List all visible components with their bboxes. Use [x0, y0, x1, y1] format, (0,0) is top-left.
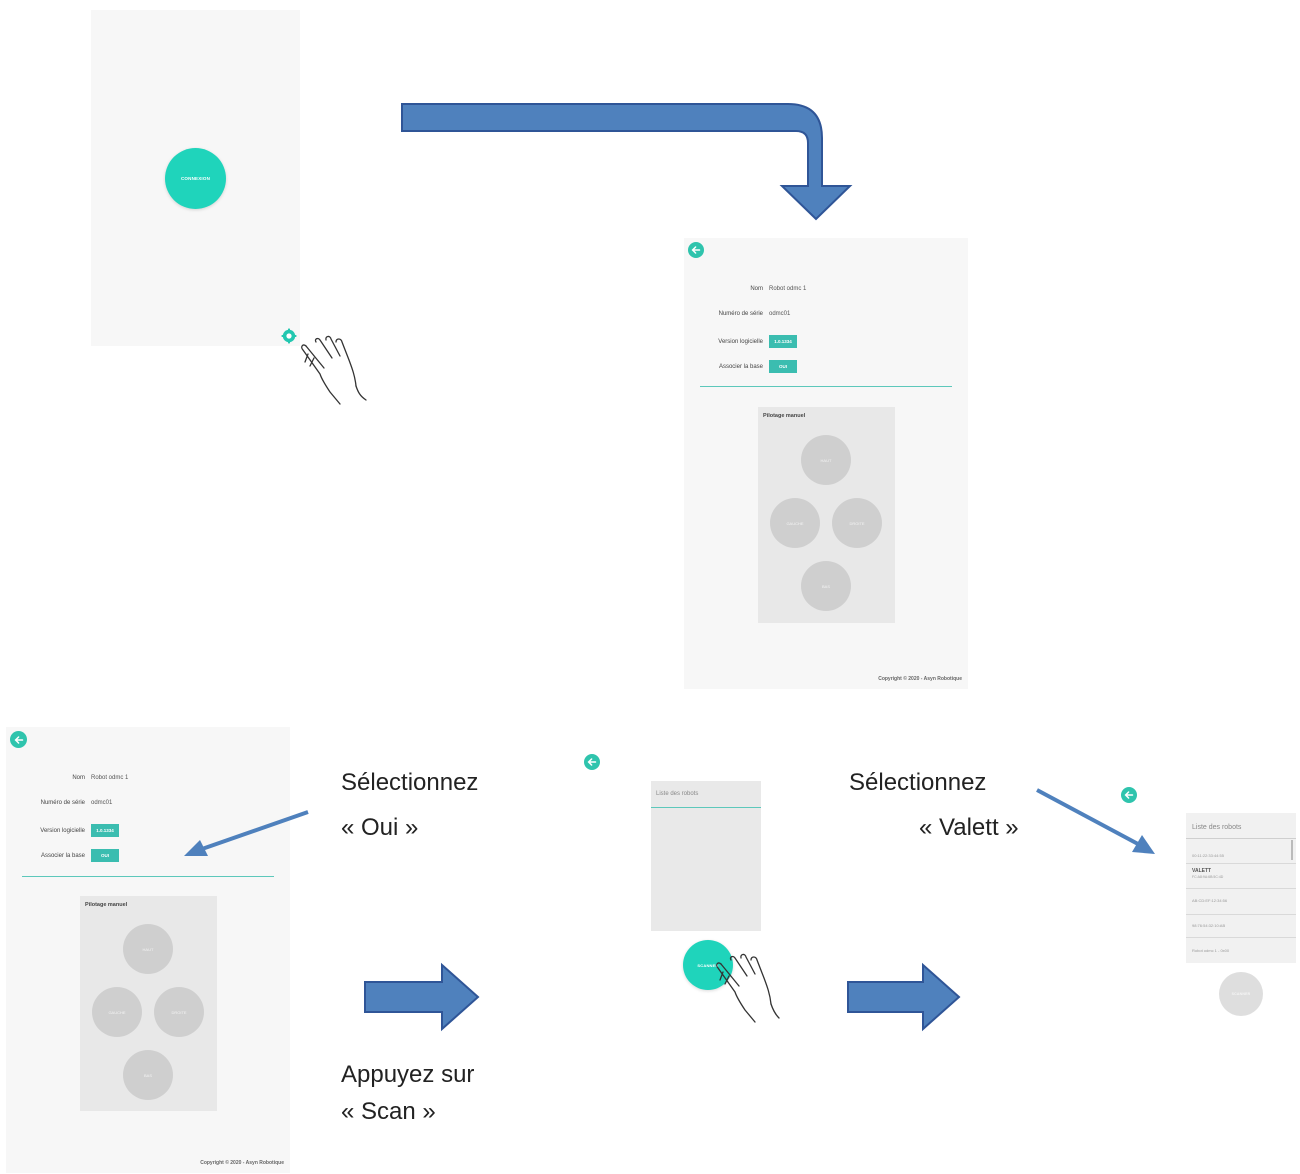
version-button[interactable]: 1.0.1334 — [769, 335, 797, 348]
back-arrow-icon[interactable] — [10, 731, 27, 748]
section-divider — [22, 876, 274, 877]
caption-line: Sélectionnez — [341, 769, 479, 796]
settings-gear-icon[interactable] — [281, 328, 297, 344]
robot-list-title: Liste des robots — [1192, 824, 1242, 831]
scan-button[interactable]: SCANNER — [1219, 972, 1263, 1016]
section-divider — [700, 386, 952, 387]
list-separator — [1186, 888, 1296, 889]
list-separator — [1186, 937, 1296, 938]
serial-value: odmc01 — [769, 311, 791, 317]
associate-label: Associer la base — [40, 853, 85, 859]
pad-left-button[interactable]: GAUCHE — [92, 987, 142, 1037]
list-item[interactable]: 00:11:22:33:44:55 — [1192, 853, 1224, 858]
scrollbar[interactable] — [1291, 840, 1293, 860]
list-item[interactable]: 98:76:54:32:10:AB — [1192, 923, 1226, 928]
robot-list-panel: Liste des robots 00:11:22:33:44:55 VALET… — [1186, 813, 1296, 963]
back-arrow-icon[interactable] — [688, 242, 704, 258]
pad-up-button[interactable]: HAUT — [801, 435, 851, 485]
associate-oui-button[interactable]: OUI — [769, 360, 797, 373]
home-screen: CONNEXION — [91, 10, 300, 346]
robot-detail-screen: Nom Robot odmc 1 Numéro de série odmc01 … — [684, 238, 968, 689]
caption-select-oui: Sélectionnez « Oui » — [341, 766, 478, 845]
flow-arrow-bent — [398, 98, 854, 223]
list-separator — [1186, 914, 1296, 915]
robot-list-title: Liste des robots — [656, 791, 699, 797]
tap-hand-icon — [715, 952, 783, 1026]
back-arrow-icon[interactable] — [584, 754, 600, 770]
caption-line: « Valett » — [919, 814, 1019, 841]
panel-title: Pilotage manuel — [85, 902, 128, 908]
name-label: Nom — [750, 286, 763, 292]
list-item-sub: FC:A8:9A:6B:5C:4D — [1192, 875, 1224, 879]
pointer-arrow-valett — [1034, 786, 1159, 858]
list-item-valett[interactable]: VALETT — [1192, 868, 1212, 874]
pad-up-button[interactable]: HAUT — [123, 924, 173, 974]
connect-button[interactable]: CONNEXION — [165, 148, 226, 209]
robot-detail-screen-2: Nom Robot odmc 1 Numéro de série odmc01 … — [6, 727, 290, 1173]
list-divider — [651, 807, 761, 808]
copyright-text: Copyright © 2020 - Asyn Robotique — [200, 1160, 284, 1166]
pad-right-button[interactable]: DROITE — [832, 498, 882, 548]
list-item[interactable]: AB:CD:EF:12:34:56 — [1192, 898, 1228, 903]
tap-hand-icon — [300, 334, 372, 408]
flow-arrow-right-1 — [362, 962, 482, 1032]
caption-line: « Scan » — [341, 1098, 436, 1125]
back-arrow-icon[interactable] — [1121, 787, 1137, 803]
version-label: Version logicielle — [40, 828, 85, 834]
associate-label: Associer la base — [718, 364, 763, 370]
associate-oui-button[interactable]: OUI — [91, 849, 119, 862]
pad-down-button[interactable]: BAS — [801, 561, 851, 611]
pad-right-button[interactable]: DROITE — [154, 987, 204, 1037]
caption-line: « Oui » — [341, 814, 419, 841]
manual-control-panel: Pilotage manuel HAUT GAUCHE DROITE BAS — [758, 407, 895, 623]
pad-left-button[interactable]: GAUCHE — [770, 498, 820, 548]
list-divider — [1186, 838, 1296, 839]
serial-label: Numéro de série — [40, 800, 85, 806]
robot-list-panel: Liste des robots — [651, 781, 761, 931]
manual-control-panel: Pilotage manuel HAUT GAUCHE DROITE BAS — [80, 896, 217, 1111]
serial-label: Numéro de série — [718, 311, 763, 317]
version-button[interactable]: 1.0.1334 — [91, 824, 119, 837]
list-separator — [1186, 863, 1296, 864]
caption-select-valett: Sélectionnez « Valett » — [849, 766, 1019, 845]
name-value: Robot odmc 1 — [91, 775, 129, 781]
list-item[interactable]: Robot odmc 1 - 0x00 — [1192, 948, 1230, 953]
scan-button[interactable]: SCANNER — [683, 940, 733, 990]
serial-value: odmc01 — [91, 800, 113, 806]
name-label: Nom — [72, 775, 85, 781]
name-value: Robot odmc 1 — [769, 286, 807, 292]
version-label: Version logicielle — [718, 339, 763, 345]
copyright-text: Copyright © 2020 - Asyn Robotique — [878, 676, 962, 682]
caption-press-scan: Appuyez sur « Scan » — [341, 1058, 474, 1129]
flow-arrow-right-2 — [845, 962, 963, 1032]
pad-down-button[interactable]: BAS — [123, 1050, 173, 1100]
panel-title: Pilotage manuel — [763, 413, 806, 419]
caption-line: Sélectionnez — [849, 769, 987, 796]
caption-line: Appuyez sur — [341, 1061, 475, 1088]
pointer-arrow-oui — [180, 808, 312, 860]
